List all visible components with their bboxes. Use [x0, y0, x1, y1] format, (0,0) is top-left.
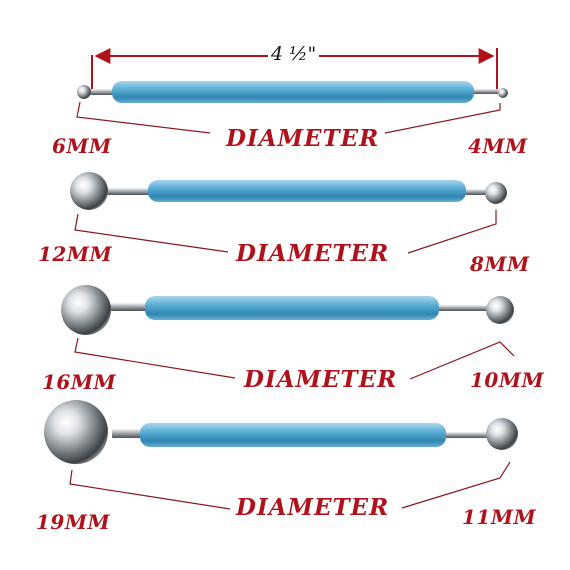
- ball-tip-10mm: [486, 296, 514, 324]
- tool-4-right-size-label: 11MM: [462, 505, 537, 529]
- ball-tip-4mm: [498, 88, 508, 98]
- tool-1-diameter-label: DIAMETER: [226, 125, 380, 152]
- length-label: 4 ½": [268, 45, 320, 64]
- ball-tip-11mm: [486, 418, 518, 450]
- ball-tip-6mm: [77, 85, 91, 99]
- tool-3-diameter-label: DIAMETER: [244, 366, 398, 393]
- tool-4-left-size-label: 19MM: [36, 510, 111, 534]
- tool-2-right-size-label: 8MM: [470, 252, 530, 276]
- tool-2-left-size-label: 12MM: [38, 242, 113, 266]
- tool-1-left-size-label: 6MM: [52, 134, 112, 158]
- ball-tip-16mm: [61, 285, 111, 335]
- stylus-tool-3: [61, 285, 514, 335]
- tool-3-left-size-label: 16MM: [42, 370, 117, 394]
- callout-lines: [69, 101, 515, 510]
- stylus-tool-4: [44, 400, 518, 464]
- ball-tip-8mm: [485, 182, 507, 204]
- stylus-tool-2: [70, 172, 507, 210]
- ball-tip-12mm: [70, 172, 108, 210]
- tool-2-diameter-label: DIAMETER: [236, 240, 390, 267]
- ball-tip-19mm: [44, 400, 108, 464]
- stylus-tool-1: [77, 81, 508, 103]
- tool-4-diameter-label: DIAMETER: [236, 494, 390, 521]
- tool-3-right-size-label: 10MM: [470, 368, 545, 392]
- tool-1-right-size-label: 4MM: [468, 134, 528, 158]
